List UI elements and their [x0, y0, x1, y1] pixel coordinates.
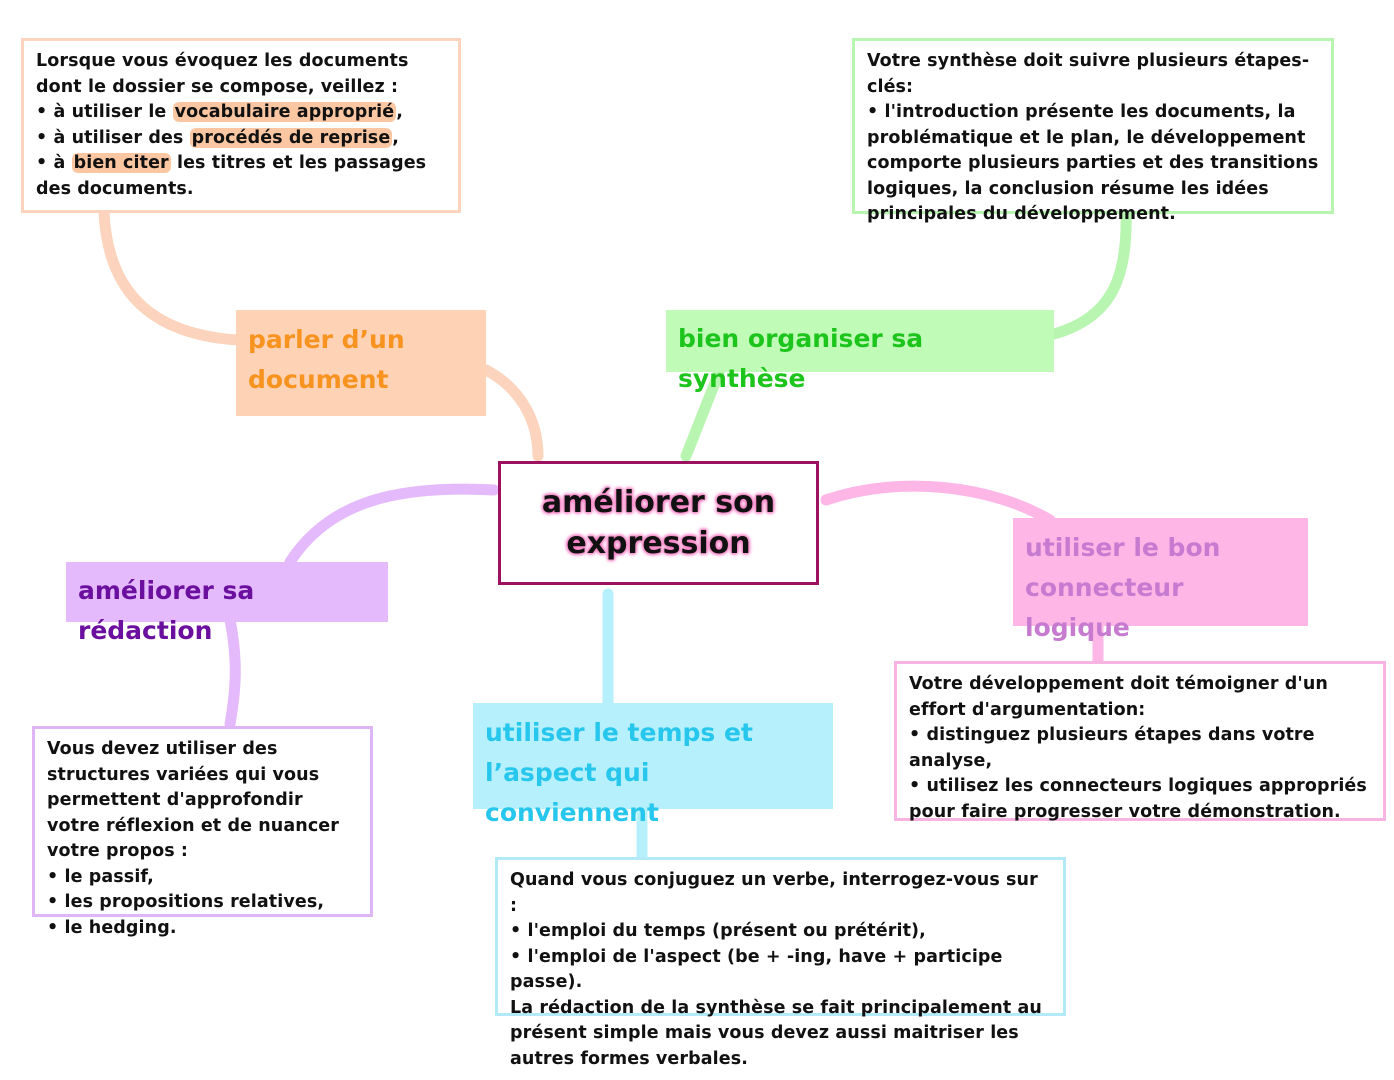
- note-connecteur-bullet: • utilisez les connecteurs logiques appr…: [909, 776, 1367, 822]
- highlight: vocabulaire approprié: [172, 102, 397, 122]
- note-redaction-bullet: • le hedging.: [47, 917, 177, 938]
- note-document-intro: Lorsque vous évoquez les documents dont …: [36, 51, 409, 97]
- note-synthese-bullet: • l'introduction présente les documents,…: [867, 102, 1319, 224]
- topic-temps[interactable]: utiliser le temps et l’aspect qui convie…: [473, 703, 833, 827]
- note-temps-bullet: • l'emploi de l'aspect (be + -ing, have …: [510, 946, 1003, 993]
- topic-synthese[interactable]: bien organiser sa synthèse: [666, 310, 1054, 393]
- bullet-icon: •: [36, 127, 48, 148]
- connector-synthese-center: [680, 364, 726, 462]
- highlight: procédés de reprise: [189, 127, 393, 148]
- bullet-icon: •: [909, 725, 921, 745]
- note-temps-bullet: • l'emploi du temps (présent ou prétérit…: [510, 921, 926, 941]
- central-topic-label: améliorer son expression: [541, 485, 776, 561]
- note-synthese-intro: Votre synthèse doit suivre plusieurs éta…: [867, 51, 1310, 97]
- topic-connecteur[interactable]: utiliser le bon connecteur logique: [1013, 518, 1308, 642]
- note-redaction-bullet: • les propositions relatives,: [47, 892, 325, 912]
- note-redaction-bullet: • le passif,: [47, 866, 154, 887]
- bullet-icon: •: [47, 892, 59, 912]
- bullet-icon: •: [36, 102, 48, 122]
- topic-temps-label: utiliser le temps et l’aspect qui convie…: [485, 718, 753, 827]
- note-synthese: Votre synthèse doit suivre plusieurs éta…: [852, 38, 1334, 224]
- note-redaction: Vous devez utiliser des structures varié…: [32, 726, 373, 938]
- topic-connecteur-label: utiliser le bon connecteur logique: [1025, 533, 1221, 642]
- topic-synthese-label: bien organiser sa synthèse: [678, 324, 924, 393]
- note-document-bullet: • à bien citer les titres et les passage…: [36, 153, 427, 199]
- bullet-icon: •: [510, 946, 522, 967]
- central-topic[interactable]: améliorer son expression: [498, 461, 819, 585]
- connector-document-note: [98, 206, 244, 346]
- highlight: bien citer: [71, 153, 171, 173]
- note-connecteur: Votre développement doit témoigner d'un …: [894, 661, 1386, 822]
- topic-redaction-label: améliorer sa rédaction: [78, 576, 255, 645]
- connector-redaction-note: [224, 614, 241, 730]
- bullet-icon: •: [909, 776, 921, 796]
- topic-redaction[interactable]: améliorer sa rédaction: [66, 562, 388, 645]
- note-document: Lorsque vous évoquez les documents dont …: [21, 38, 461, 213]
- note-document-bullet: • à utiliser le vocabulaire approprié,: [36, 102, 403, 122]
- note-temps-outro: La rédaction de la synthèse se fait prin…: [510, 997, 1042, 1069]
- bullet-icon: •: [36, 153, 48, 173]
- bullet-icon: •: [510, 921, 522, 941]
- topic-document[interactable]: parler d’un document: [236, 310, 486, 416]
- connector-synthese-note: [1048, 206, 1132, 340]
- bullet-icon: •: [867, 102, 879, 122]
- note-connecteur-bullet: • distinguez plusieurs étapes dans votre…: [909, 725, 1315, 771]
- note-connecteur-intro: Votre développement doit témoigner d'un …: [909, 674, 1328, 720]
- note-temps: Quand vous conjuguez un verbe, interroge…: [495, 857, 1066, 1069]
- connector-redaction-center: [284, 483, 500, 568]
- note-document-bullet: • à utiliser des procédés de reprise,: [36, 127, 400, 148]
- bullet-icon: •: [47, 917, 59, 938]
- note-temps-intro: Quand vous conjuguez un verbe, interroge…: [510, 870, 1038, 916]
- connector-connecteur-center: [820, 480, 1056, 526]
- connector-document-center: [480, 364, 544, 462]
- note-redaction-intro: Vous devez utiliser des structures varié…: [47, 739, 340, 861]
- topic-document-label: parler d’un document: [248, 325, 405, 394]
- bullet-icon: •: [47, 866, 59, 887]
